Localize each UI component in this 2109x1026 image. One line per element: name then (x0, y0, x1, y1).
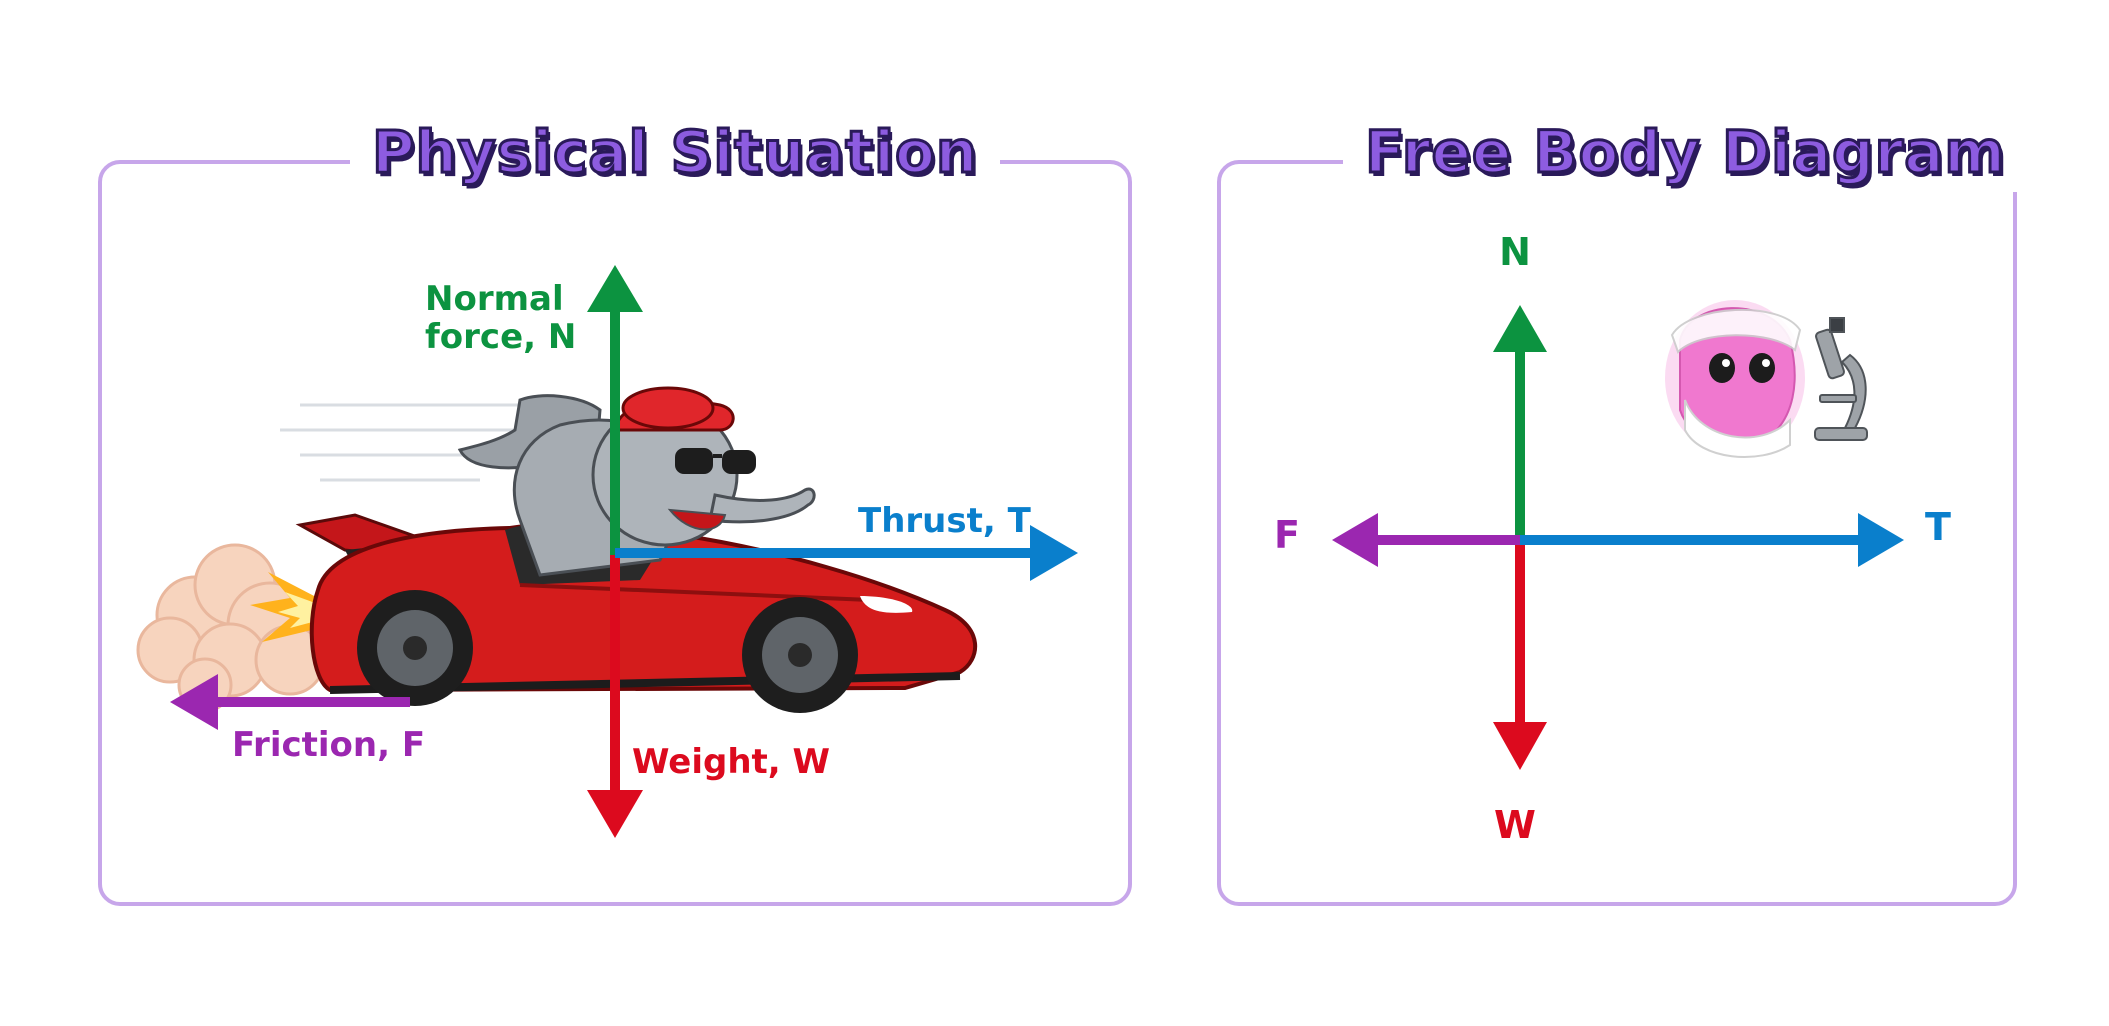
weight-label: Weight, W (632, 742, 830, 782)
fbd-friction-arrow (1332, 513, 1520, 567)
weight-arrow (587, 555, 643, 838)
normal-force-label-line2: force, N (425, 317, 576, 357)
fbd-n-label: N (1499, 230, 1531, 274)
scientist-mascot-icon (1665, 300, 1805, 458)
thrust-arrow (615, 525, 1078, 581)
friction-arrow (170, 674, 410, 730)
physical-situation-title: Physical Situation (350, 112, 1001, 192)
fbd-w-label: W (1494, 803, 1536, 847)
normal-force-arrow (587, 265, 643, 555)
free-body-diagram-title: Free Body Diagram (1343, 112, 2028, 192)
elephant-driver-icon (457, 386, 816, 577)
fbd-thrust-arrow (1520, 513, 1904, 567)
thrust-label: Thrust, T (858, 501, 1032, 541)
fbd-f-label: F (1274, 513, 1300, 557)
fbd-t-label: T (1925, 505, 1951, 549)
normal-force-label-line1: Normal (425, 279, 564, 319)
fbd-weight-arrow (1493, 540, 1547, 770)
friction-label: Friction, F (232, 725, 425, 765)
microscope-icon (1814, 317, 1868, 441)
fbd-normal-arrow (1493, 305, 1547, 540)
exhaust-flame-icon (250, 572, 320, 642)
